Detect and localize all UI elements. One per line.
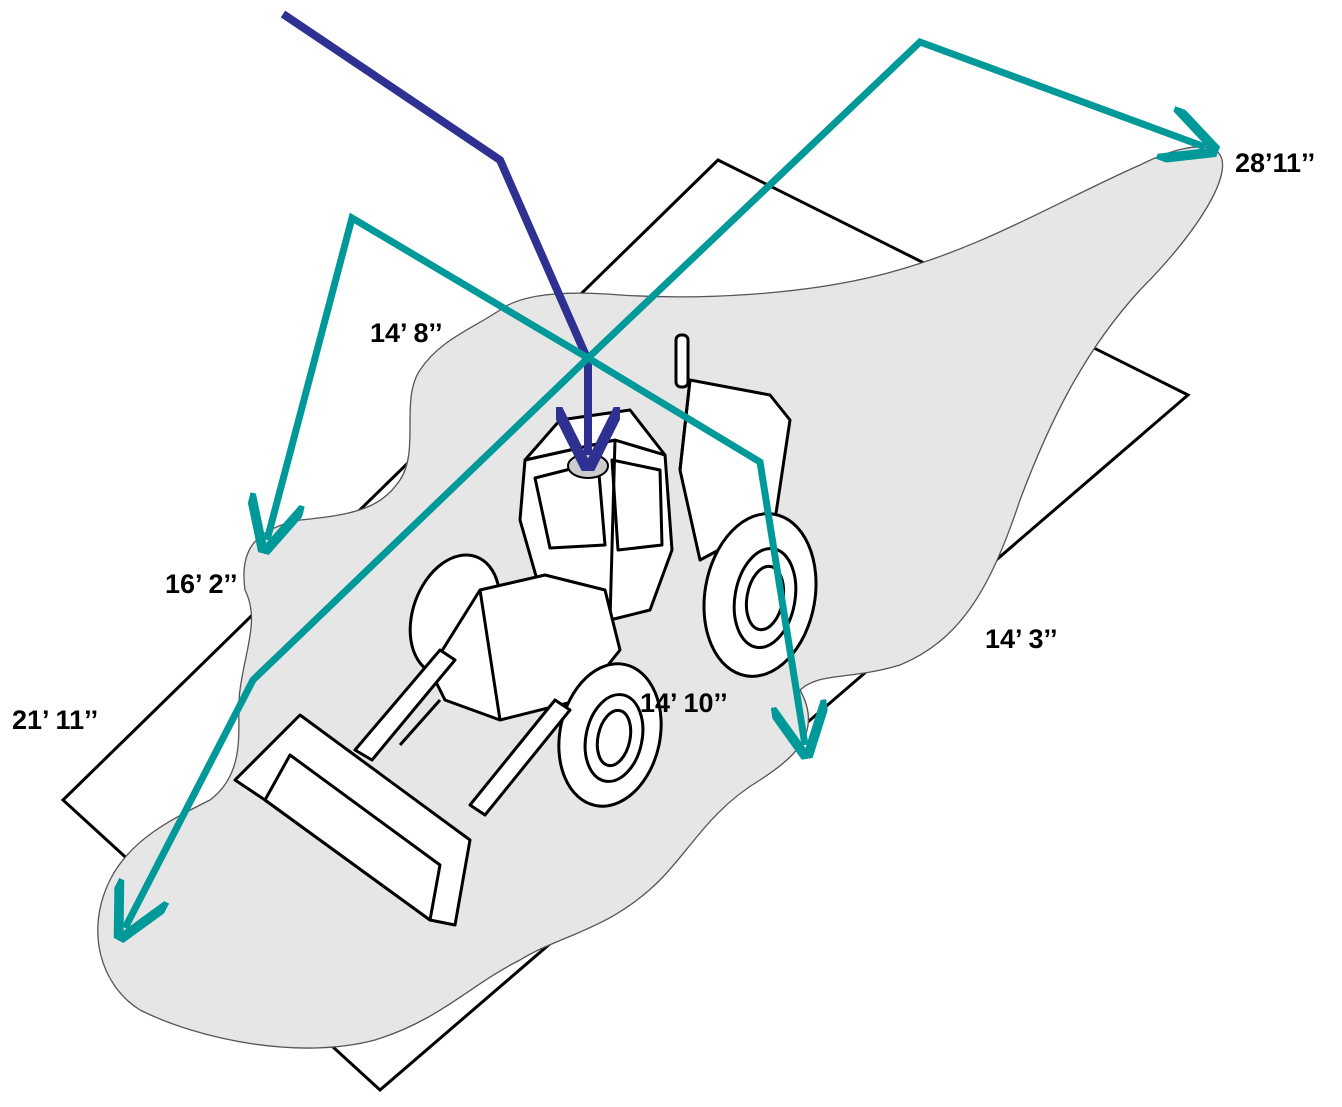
label-upper-left: 14’ 8’’: [370, 318, 443, 348]
label-right: 14’ 3’’: [985, 624, 1058, 654]
label-left: 16’ 2’’: [165, 569, 238, 599]
label-bottom: 14’ 10’’: [640, 688, 728, 718]
exposure-zone: [97, 146, 1224, 1049]
label-top-right: 28’11’’: [1235, 148, 1315, 178]
reflected-ray-top-right: [585, 37, 1205, 361]
reflected-ray-right: [586, 355, 805, 745]
reflected-ray-left: [267, 212, 590, 540]
label-bottom-left: 21’ 11’’: [12, 705, 98, 735]
detector-ellipse-icon: [567, 453, 609, 479]
incident-ray: [280, 10, 591, 360]
reflected-ray-bottom-left: [125, 355, 591, 928]
